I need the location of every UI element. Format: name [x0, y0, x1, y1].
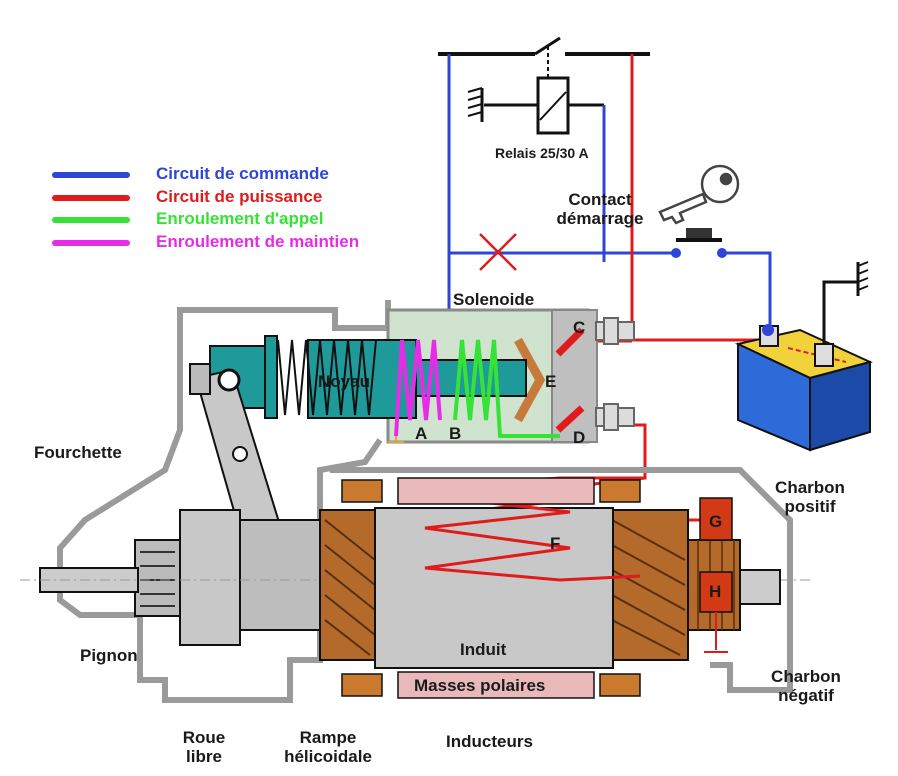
relay-switch [438, 36, 650, 78]
freewheel-label-line1: Roue [182, 728, 226, 747]
pinion-label: Pignon [80, 646, 138, 665]
brush-negative-ground-icon [704, 612, 728, 653]
plunger-label: Noyau [318, 372, 370, 391]
legend-swatch [52, 217, 130, 223]
winding-ground-icon [388, 436, 404, 443]
brush-negative-h [699, 571, 733, 613]
point-h-label: H [709, 582, 722, 601]
relay-ground-icon [467, 87, 484, 122]
battery-positive-dot [762, 324, 774, 336]
contact-left-dot [671, 248, 681, 258]
legend-item-command: Circuit de commande [52, 164, 432, 186]
helical-ramp-label-line1: Rampe [299, 728, 357, 747]
field-coils-label: Inducteurs [446, 732, 533, 751]
legend-item-pull-in: Enroulement d'appel [52, 209, 432, 231]
point-d-label: D [573, 428, 586, 447]
relay-label: Relais 25/30 A [495, 145, 589, 161]
pole-pieces-label: Masses polaires [414, 676, 546, 695]
pull-in-winding [453, 339, 560, 438]
negative-brush-label: Charbon négatif [756, 667, 856, 705]
solenoid-end-cap [551, 309, 598, 443]
freewheel-label: Roue libre [164, 728, 244, 766]
armature-core [374, 507, 614, 669]
start-contact-switch [676, 228, 722, 242]
freewheel-label-line2: libre [186, 747, 222, 766]
field-windings-blocks [341, 479, 641, 697]
positive-brush-label: Charbon positif [760, 478, 860, 516]
legend-swatch [52, 195, 130, 201]
positive-brush-label-line2: positif [784, 497, 836, 516]
contact-right-dot [717, 248, 727, 258]
moving-contact-e [514, 337, 546, 423]
legend-swatch [52, 240, 130, 246]
return-spring [277, 339, 377, 416]
key-icon [658, 164, 740, 225]
legend-label: Circuit de commande [156, 164, 329, 183]
point-b-label: B [449, 424, 462, 443]
start-contact-label-line1: Contact [568, 190, 632, 209]
hold-in-winding [394, 339, 442, 437]
legend-label: Enroulement de maintien [156, 232, 360, 251]
negative-brush-label-line1: Charbon [771, 667, 841, 686]
pinion-gear [134, 539, 181, 617]
overrunning-clutch [179, 509, 241, 646]
pole-pieces [397, 477, 595, 699]
cross-mark-icon [479, 233, 517, 271]
point-e-label: E [545, 372, 557, 391]
point-g-label: G [709, 512, 723, 531]
helical-spline [239, 519, 321, 631]
contact-c-bar [555, 327, 585, 357]
battery-ground-icon [822, 261, 869, 344]
armature-label: Induit [460, 640, 507, 659]
contact-d-bar [555, 405, 585, 433]
rear-shaft [739, 569, 781, 605]
legend-item-hold-in: Enroulement de maintien [52, 232, 432, 254]
positive-brush-label-line1: Charbon [775, 478, 845, 497]
start-contact-label-line2: démarrage [556, 209, 644, 228]
legend-label: Circuit de puissance [156, 187, 323, 206]
starter-housing [57, 300, 793, 703]
helical-ramp-label: Rampe hélicoidale [268, 728, 388, 766]
legend-label: Enroulement d'appel [156, 209, 324, 228]
helical-ramp-label-line2: hélicoidale [284, 747, 372, 766]
battery [734, 325, 873, 452]
relay-coil [484, 76, 604, 135]
point-c-label: C [573, 318, 586, 337]
start-contact-label: Contact démarrage [540, 190, 660, 228]
terminal-bolts [595, 317, 635, 431]
armature-windings [319, 509, 689, 661]
point-a-label: A [415, 424, 428, 443]
shift-fork-label: Fourchette [34, 443, 122, 462]
solenoid-label: Solenoide [453, 290, 535, 309]
legend-swatch [52, 172, 130, 178]
brush-positive-g [699, 497, 733, 541]
negative-brush-label-line2: négatif [778, 686, 834, 705]
legend-item-power: Circuit de puissance [52, 187, 432, 209]
point-f-label: F [550, 534, 561, 553]
